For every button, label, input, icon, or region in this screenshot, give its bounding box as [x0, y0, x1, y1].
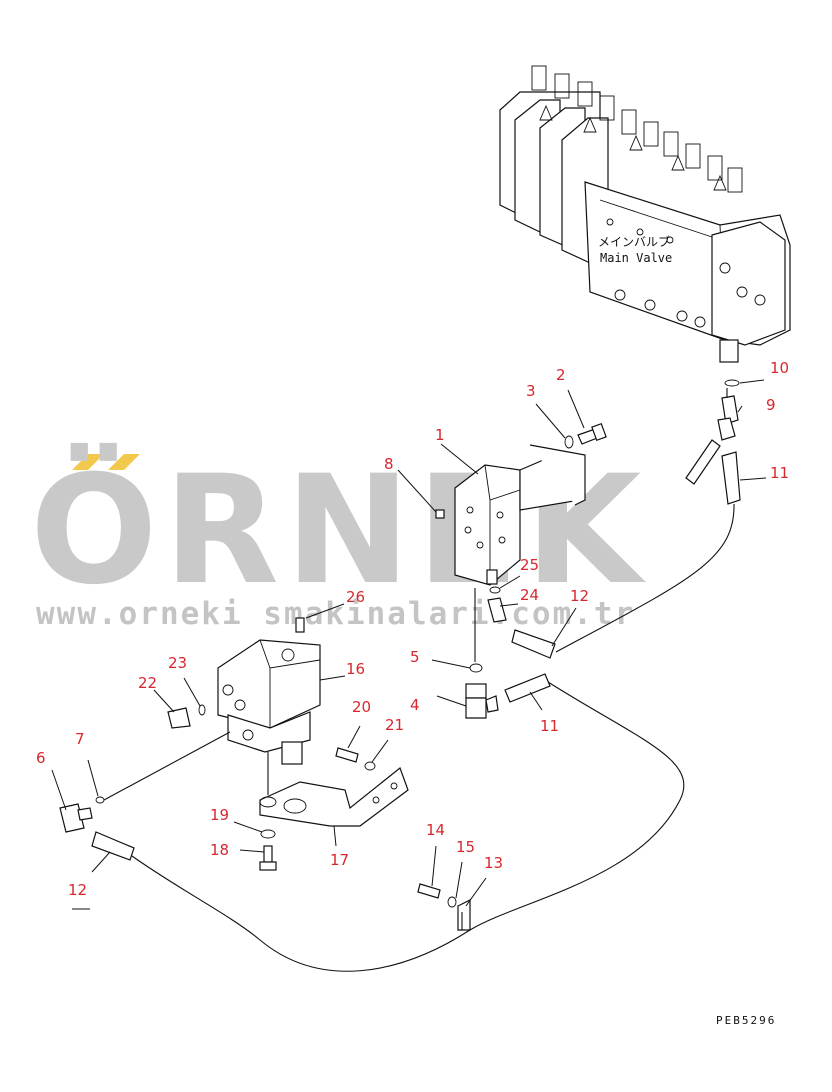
part-13-14-15-clamp — [417, 883, 471, 931]
main-valve-label-jp: メインバルブ — [598, 234, 670, 249]
main-valve-label-en: Main Valve — [600, 251, 672, 265]
drawing-code: PEB5296 — [716, 1014, 776, 1027]
callout-19: 19 — [210, 806, 229, 824]
part-1-valve-block — [454, 444, 586, 586]
callout-17: 17 — [330, 851, 349, 869]
callout-12-left: 12 — [68, 881, 87, 899]
part-6-7-fitting — [59, 796, 105, 833]
part-12-hose-end-left — [91, 831, 135, 861]
callout-11-upper: 11 — [770, 464, 789, 482]
callout-22: 22 — [138, 674, 157, 692]
callout-4: 4 — [410, 696, 420, 714]
callout-8: 8 — [384, 455, 394, 473]
watermark-accent-mark — [72, 454, 104, 470]
part-24-25-fittings — [487, 586, 507, 623]
callout-3: 3 — [526, 382, 536, 400]
watermark-accent-mark — [108, 454, 140, 470]
callout-15: 15 — [456, 838, 475, 856]
callout-26: 26 — [346, 588, 365, 606]
callout-7: 7 — [75, 730, 85, 748]
part-26-plug — [295, 617, 305, 633]
callout-6: 6 — [36, 749, 46, 767]
part-9-10-11-fittings — [685, 379, 741, 505]
watermark-url: www.orneki smakinalari.com.tr — [36, 596, 635, 632]
part-22-23-fitting — [167, 704, 206, 729]
hoses — [103, 388, 735, 972]
part-18-19-bolt-washer — [259, 829, 277, 871]
part-4-fitting — [465, 683, 499, 719]
callout-1: 1 — [435, 426, 445, 444]
callout-16: 16 — [346, 660, 365, 678]
callout-24: 24 — [520, 586, 539, 604]
callout-25: 25 — [520, 556, 539, 574]
leader-lines — [51, 379, 767, 907]
part-5-o-ring — [469, 663, 483, 673]
part-12-hose-end-middle — [511, 629, 556, 659]
callout-11-lower: 11 — [540, 717, 559, 735]
part-11-hose-end-middle — [504, 673, 551, 703]
main-valve: メインバルブ Main Valve — [499, 65, 791, 363]
callout-18: 18 — [210, 841, 229, 859]
callout-10: 10 — [770, 359, 789, 377]
part-17-bracket — [259, 767, 409, 827]
callout-21: 21 — [385, 716, 404, 734]
callout-9: 9 — [766, 396, 776, 414]
part-16-valve — [217, 617, 321, 765]
callout-2: 2 — [556, 366, 566, 384]
part-20-21-bolt-washer — [335, 747, 376, 771]
callout-12-middle: 12 — [570, 587, 589, 605]
callout-23: 23 — [168, 654, 187, 672]
callout-20: 20 — [352, 698, 371, 716]
callout-13: 13 — [484, 854, 503, 872]
part-8-plug — [435, 509, 445, 519]
callout-5: 5 — [410, 648, 420, 666]
callouts: 1 2 3 4 5 6 7 8 9 10 11 11 12 12 13 14 1… — [36, 359, 789, 899]
part-2-3-bolt-washer — [564, 422, 607, 449]
callout-14: 14 — [426, 821, 445, 839]
